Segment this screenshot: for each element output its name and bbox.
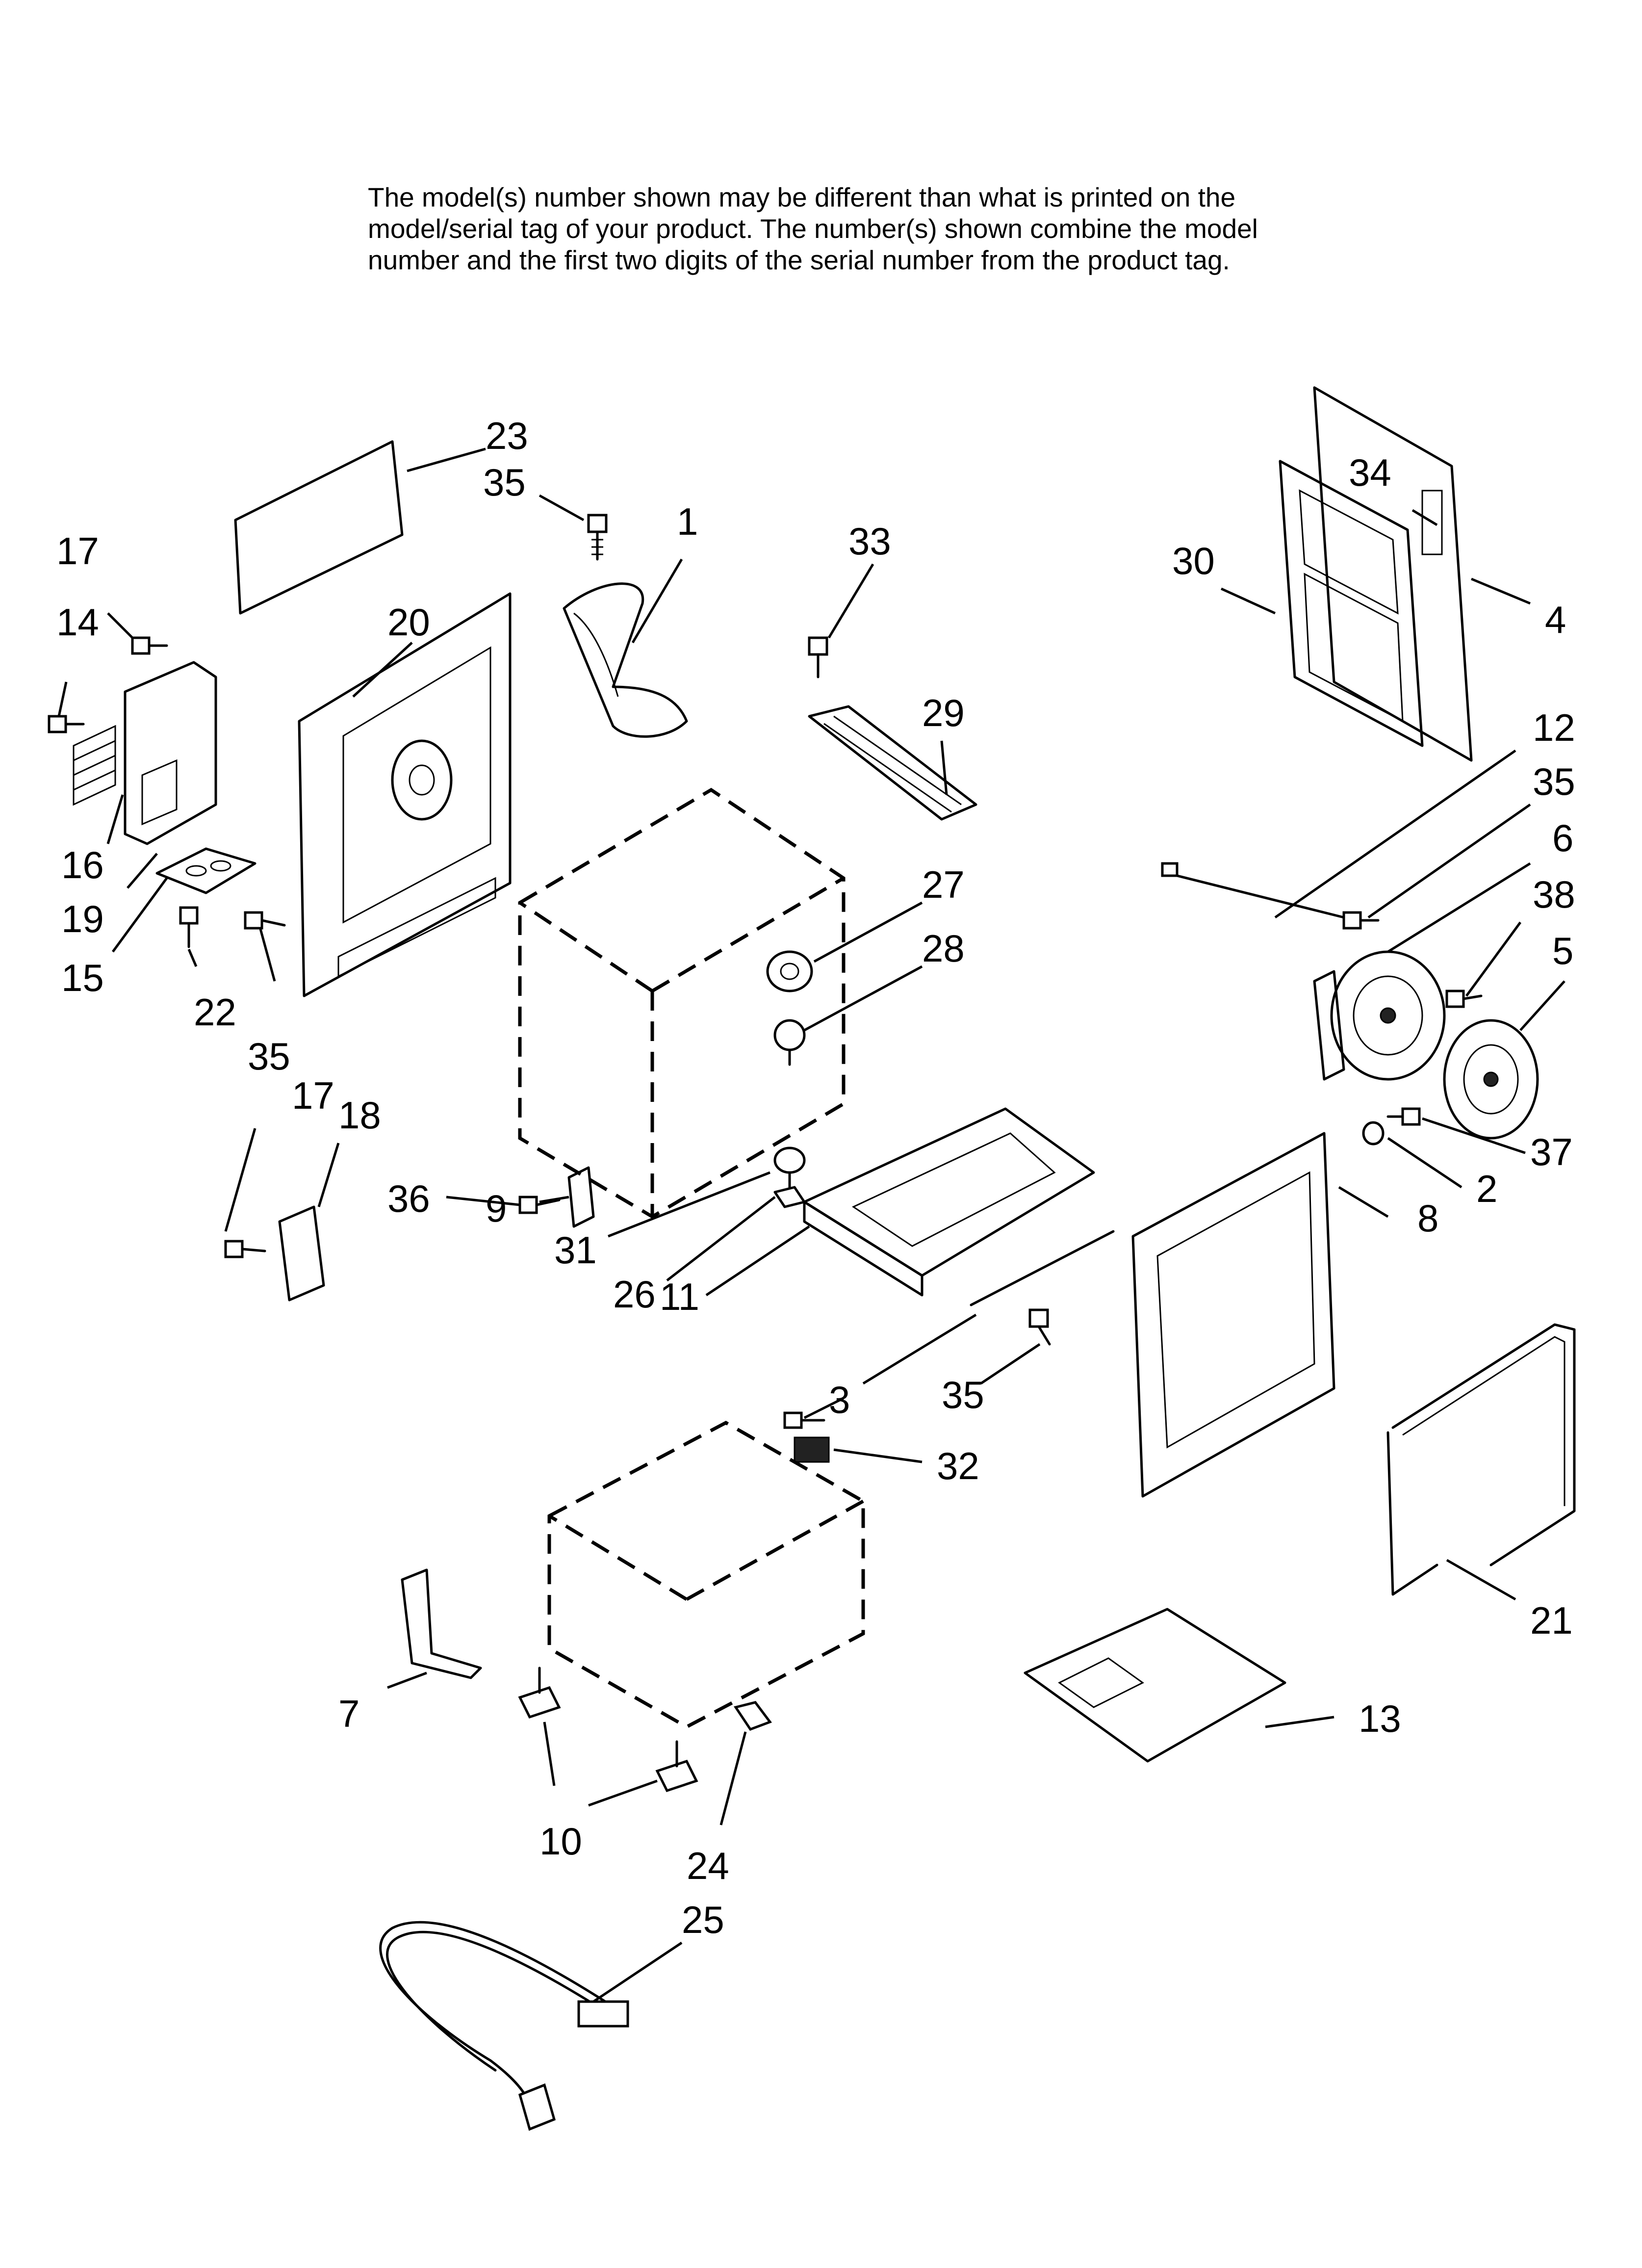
callout-26: 26 <box>613 1273 656 1316</box>
part-26-clip <box>773 1186 806 1208</box>
callout-16: 16 <box>61 843 104 886</box>
part-3-rod <box>970 1230 1115 1306</box>
part-25-power-cord <box>379 1921 629 2131</box>
callout-35-middle: 35 <box>942 1373 984 1416</box>
callout-17-lower: 17 <box>292 1074 334 1117</box>
callout-9: 9 <box>486 1187 507 1230</box>
part-16-terminal-box <box>73 661 217 845</box>
callout-35-right: 35 <box>1533 760 1575 803</box>
part-27-motor <box>766 950 813 992</box>
part-1-bracket <box>563 582 688 738</box>
part-28-light <box>773 1019 806 1066</box>
callout-33: 33 <box>848 520 891 563</box>
part-31-thermostat <box>773 1147 806 1189</box>
callout-38: 38 <box>1533 873 1575 916</box>
callout-30: 30 <box>1172 539 1215 582</box>
callout-10: 10 <box>539 1820 582 1863</box>
callout-12: 12 <box>1533 706 1575 749</box>
part-35-screw-middle <box>1028 1308 1051 1346</box>
part-38-screw <box>1445 990 1483 1008</box>
part-11-drawer <box>803 1107 1095 1297</box>
callout-3: 3 <box>829 1378 850 1421</box>
callout-2: 2 <box>1476 1167 1497 1210</box>
callout-28: 28 <box>922 927 965 970</box>
callout-36: 36 <box>387 1177 430 1220</box>
part-8-door-frame <box>1131 1132 1335 1498</box>
part-35-screw-left <box>244 911 286 930</box>
part-4-door-panel <box>1313 386 1473 762</box>
part-18-bracket <box>278 1205 325 1302</box>
callout-31: 31 <box>554 1228 597 1272</box>
callout-21: 21 <box>1530 1599 1573 1642</box>
callout-24: 24 <box>687 1844 729 1887</box>
callout-20: 20 <box>387 600 430 644</box>
part-7-anti-tip-bracket <box>401 1568 482 1679</box>
part-33-screw <box>808 636 828 678</box>
callout-37: 37 <box>1530 1130 1573 1173</box>
callout-27: 27 <box>922 863 965 906</box>
notice-line-2: model/serial tag of your product. The nu… <box>368 213 1258 244</box>
part-5-fan-cover <box>1443 1019 1539 1140</box>
leader-lines <box>57 447 1565 2003</box>
callout-32: 32 <box>937 1444 979 1487</box>
part-2-washer <box>1362 1121 1385 1146</box>
part-14-screw <box>48 715 85 733</box>
callout-numbers: 23 35 1 33 29 27 28 17 14 20 16 19 15 22… <box>56 414 1575 1941</box>
callout-1: 1 <box>677 500 698 543</box>
part-9-bracket <box>567 1166 595 1228</box>
part-12-sensor <box>1161 862 1345 919</box>
part-23-panel <box>234 440 404 615</box>
model-number-notice: The model(s) number shown may be differe… <box>368 182 1398 276</box>
callout-34: 34 <box>1349 451 1391 494</box>
part-19-plate <box>155 847 257 894</box>
callout-13: 13 <box>1359 1697 1401 1740</box>
part-24-clip <box>733 1701 772 1731</box>
part-17-screw <box>131 636 168 655</box>
part-37-screw <box>1386 1107 1421 1126</box>
part-30-door-liner <box>1279 460 1424 747</box>
part-10-leveling-legs <box>518 1667 698 1793</box>
notice-line-3: number and the first two digits of the s… <box>368 245 1230 275</box>
part-35-screw-top <box>587 514 608 561</box>
callout-22: 22 <box>194 991 236 1034</box>
part-20-rear-panel <box>298 592 512 997</box>
callout-6: 6 <box>1552 816 1573 860</box>
callout-17-top: 17 <box>56 529 99 573</box>
lower-body-outline <box>547 1421 865 1729</box>
callout-7: 7 <box>338 1692 359 1735</box>
part-21-gasket <box>1386 1323 1576 1596</box>
part-35-screw-right <box>1342 911 1380 930</box>
callout-18: 18 <box>338 1094 381 1137</box>
callout-4: 4 <box>1545 598 1566 641</box>
notice-line-1: The model(s) number shown may be differe… <box>368 182 1236 212</box>
part-17-screw-lower <box>224 1240 266 1258</box>
part-32-bracket <box>783 1411 830 1463</box>
callout-14: 14 <box>56 600 99 644</box>
part-13-shield <box>1024 1608 1286 1763</box>
callout-15: 15 <box>61 956 104 999</box>
callout-35-top: 35 <box>483 461 526 504</box>
part-6-fan-assembly <box>1313 950 1446 1081</box>
part-22-screw <box>179 906 199 948</box>
oven-cavity-outline <box>518 787 846 1219</box>
callout-11: 11 <box>660 1275 699 1318</box>
callout-23: 23 <box>486 414 528 457</box>
callout-8: 8 <box>1417 1197 1438 1240</box>
part-29-rail <box>808 705 977 821</box>
callout-29: 29 <box>922 691 965 734</box>
callout-19: 19 <box>61 897 104 940</box>
callout-5: 5 <box>1552 929 1573 972</box>
callout-25: 25 <box>682 1898 724 1941</box>
callout-35-left: 35 <box>248 1035 290 1078</box>
